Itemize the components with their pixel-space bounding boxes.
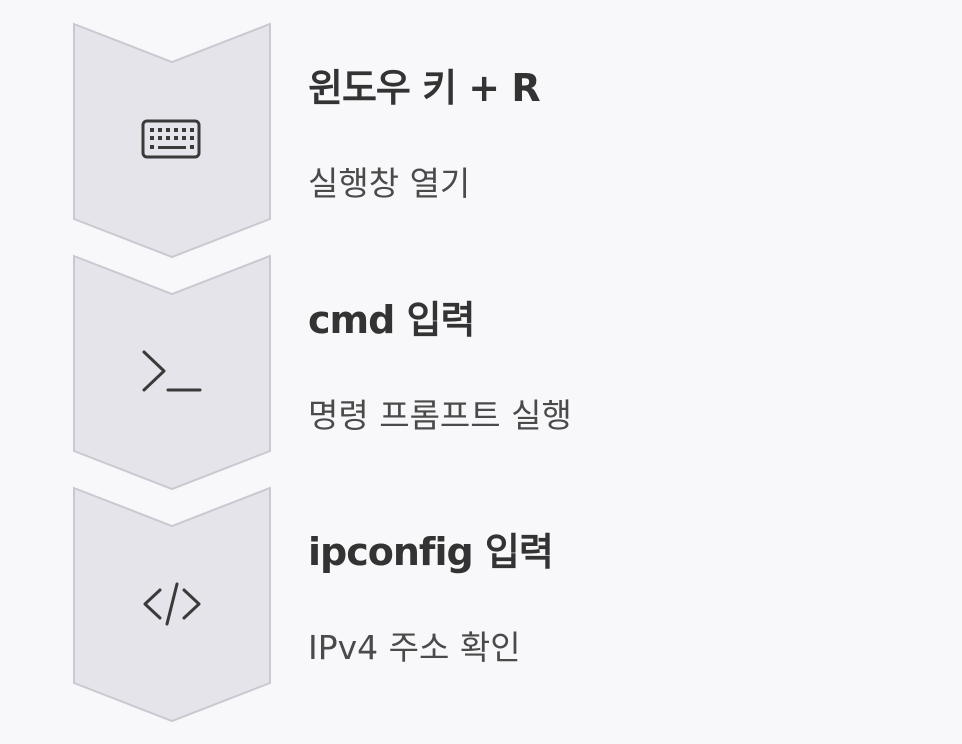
step-2: cmd 입력 명령 프롬프트 실행: [0, 254, 962, 491]
step-2-description: 명령 프롬프트 실행: [308, 396, 572, 435]
step-3-description: IPv4 주소 확인: [308, 628, 521, 667]
terminal-icon: [140, 347, 204, 395]
step-2-title: cmd 입력: [308, 298, 475, 342]
code-icon: [140, 580, 204, 628]
step-2-chevron: [73, 254, 271, 491]
step-1: 윈도우 키 + R 실행창 열기: [0, 22, 962, 259]
step-3-title: ipconfig 입력: [308, 530, 554, 574]
keyboard-icon: [140, 115, 204, 163]
step-1-title: 윈도우 키 + R: [308, 66, 541, 110]
step-3: ipconfig 입력 IPv4 주소 확인: [0, 486, 962, 723]
step-1-description: 실행창 열기: [308, 164, 471, 203]
step-1-chevron: [73, 22, 271, 259]
